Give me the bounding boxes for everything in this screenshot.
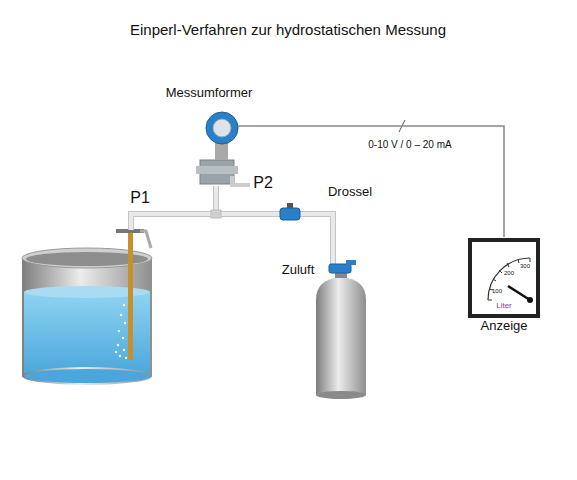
air-pipe	[131, 186, 333, 268]
gas-bottle	[329, 264, 351, 273]
part-name: Drossel	[328, 185, 372, 200]
pressure-port: P2	[253, 174, 273, 192]
air-bubbles	[123, 304, 125, 306]
gauge-display	[488, 258, 530, 300]
signal-range: 0-10 V / 0 – 20 mA	[368, 139, 451, 151]
throttle-valve	[280, 208, 300, 220]
scale-number: 100	[492, 288, 502, 295]
air-bubbles	[118, 330, 120, 332]
tank	[24, 369, 150, 383]
air-pipe	[131, 214, 333, 268]
air-pipe	[211, 210, 221, 218]
throttle-valve	[287, 203, 293, 208]
gas-bottle	[316, 391, 366, 399]
throttle-valve	[280, 203, 300, 220]
gauge-display	[527, 297, 533, 303]
transmitter	[213, 119, 231, 137]
dip-tube	[128, 232, 133, 360]
air-bubbles	[119, 355, 121, 357]
gas-bottle	[346, 260, 356, 265]
dip-tube	[140, 231, 151, 248]
air-pipe	[131, 214, 333, 268]
unit-label: Liter	[466, 301, 542, 310]
transmitter	[215, 142, 228, 160]
scale-number: 200	[504, 270, 514, 277]
signal-wire	[258, 126, 504, 237]
transmitter	[206, 112, 238, 144]
air-bubbles	[125, 357, 127, 359]
dip-tube	[116, 229, 151, 360]
transmitter	[196, 112, 258, 185]
gauge-display	[488, 258, 530, 300]
gas-bottle	[316, 260, 366, 399]
air-bubbles	[124, 322, 126, 324]
part-name: Zuluft	[282, 263, 315, 278]
device-name: Messumformer	[160, 86, 258, 101]
device-name: Anzeige	[466, 319, 542, 334]
gas-bottle	[316, 277, 366, 395]
transmitter	[238, 125, 258, 127]
scale-number: 300	[520, 263, 530, 270]
gauge-node: LiterAnzeige	[466, 237, 542, 337]
gauge-display	[508, 286, 530, 300]
title: Einperl-Verfahren zur hydrostatischen Me…	[130, 21, 446, 38]
transmitter-node: Messumformer	[160, 84, 258, 188]
air-bubbles	[123, 349, 125, 351]
air-bubbles	[120, 314, 122, 316]
transmitter	[196, 166, 238, 174]
tank	[22, 367, 152, 385]
air-bubbles	[115, 351, 117, 353]
air-bubbles	[117, 344, 119, 346]
pressure-port: P1	[130, 189, 150, 207]
air-bubbles	[115, 304, 127, 359]
air-bubbles	[122, 337, 124, 339]
transmitter	[232, 176, 250, 185]
